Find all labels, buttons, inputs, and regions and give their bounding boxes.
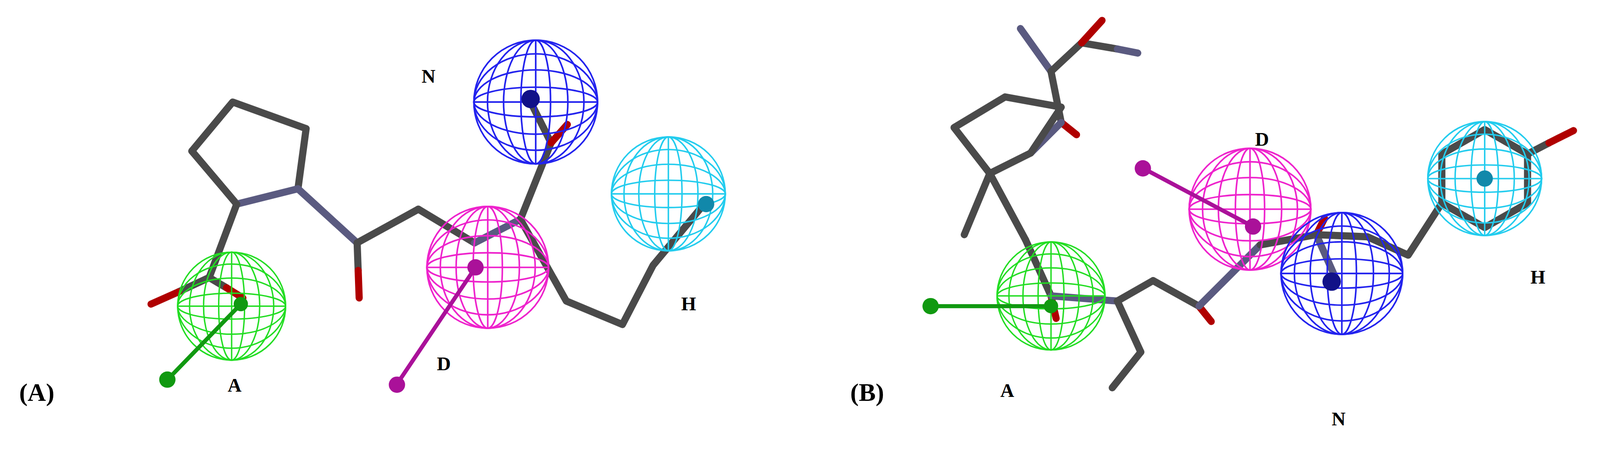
feature-label: H [1528,267,1548,289]
feature-spheres-a [177,40,726,361]
molecule-a [151,101,704,325]
feature-vectors-b [922,160,1493,315]
feature-label: D [435,353,453,375]
molecule-b [953,20,1574,388]
panel-label: (A) [17,379,57,407]
feature-label: A [998,380,1017,402]
feature-label: D [1253,129,1271,151]
feature-label: A [225,375,244,397]
feature-vectors-a [159,89,715,394]
feature-label: H [679,293,698,315]
feature-label: N [1329,408,1348,430]
feature-spheres-b [997,121,1542,351]
feature-label: N [419,66,438,88]
panel-label: (B) [848,379,886,407]
